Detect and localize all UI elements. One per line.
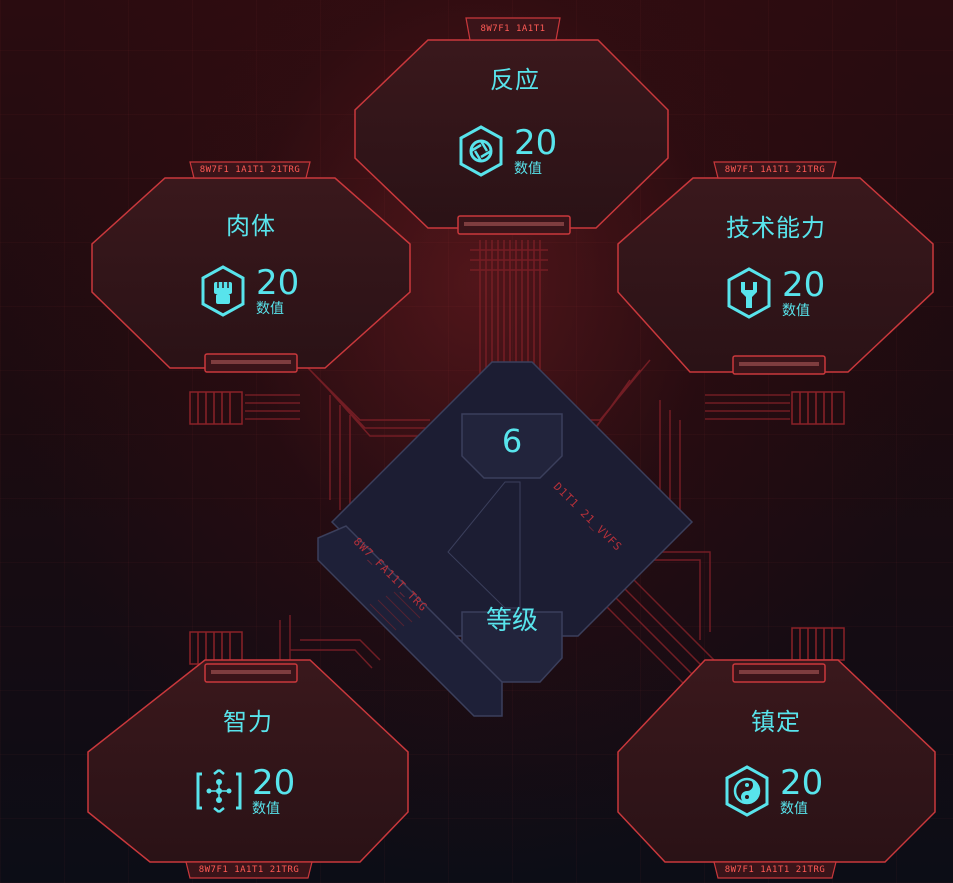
attribute-value: 20 bbox=[256, 263, 300, 303]
attribute-unit: 数值 bbox=[252, 801, 280, 817]
aperture-icon bbox=[459, 125, 503, 177]
technical-code: 8W7F1 1A1T1 21TRG bbox=[724, 165, 826, 175]
reflexes-code: 8W7F1 1A1T1 bbox=[480, 24, 546, 34]
attribute-label: 技术能力 bbox=[726, 214, 826, 242]
wrench-icon bbox=[727, 267, 771, 319]
attribute-label: 镇定 bbox=[751, 708, 801, 736]
circuit-brain-icon bbox=[196, 769, 242, 813]
body-code: 8W7F1 1A1T1 21TRG bbox=[199, 165, 301, 175]
attribute-stat: 20 数值 bbox=[194, 764, 295, 818]
level-value: 6 bbox=[501, 422, 523, 460]
attribute-stat: 20 数值 bbox=[198, 264, 299, 318]
attribute-label: 肉体 bbox=[226, 212, 276, 240]
attribute-stat: 20 数值 bbox=[456, 124, 557, 178]
attribute-unit: 数值 bbox=[782, 303, 810, 319]
attribute-value: 20 bbox=[514, 123, 558, 163]
fist-icon bbox=[201, 265, 245, 317]
attribute-stat: 20 数值 bbox=[724, 266, 825, 320]
attribute-unit: 数值 bbox=[780, 801, 808, 817]
attribute-unit: 数值 bbox=[514, 161, 542, 177]
attribute-stat: 20 数值 bbox=[722, 764, 823, 818]
attribute-unit: 数值 bbox=[256, 301, 284, 317]
level-number-frame bbox=[461, 413, 563, 479]
yin-yang-icon bbox=[725, 765, 769, 817]
attribute-label: 智力 bbox=[223, 708, 273, 736]
cool-code: 8W7F1 1A1T1 21TRG bbox=[724, 865, 826, 875]
attribute-value: 20 bbox=[782, 265, 826, 305]
attribute-value: 20 bbox=[252, 763, 296, 803]
attribute-value: 20 bbox=[780, 763, 824, 803]
attribute-label: 反应 bbox=[490, 66, 540, 94]
level-label: 等级 bbox=[485, 606, 539, 636]
intelligence-code: 8W7F1 1A1T1 21TRG bbox=[198, 865, 300, 875]
